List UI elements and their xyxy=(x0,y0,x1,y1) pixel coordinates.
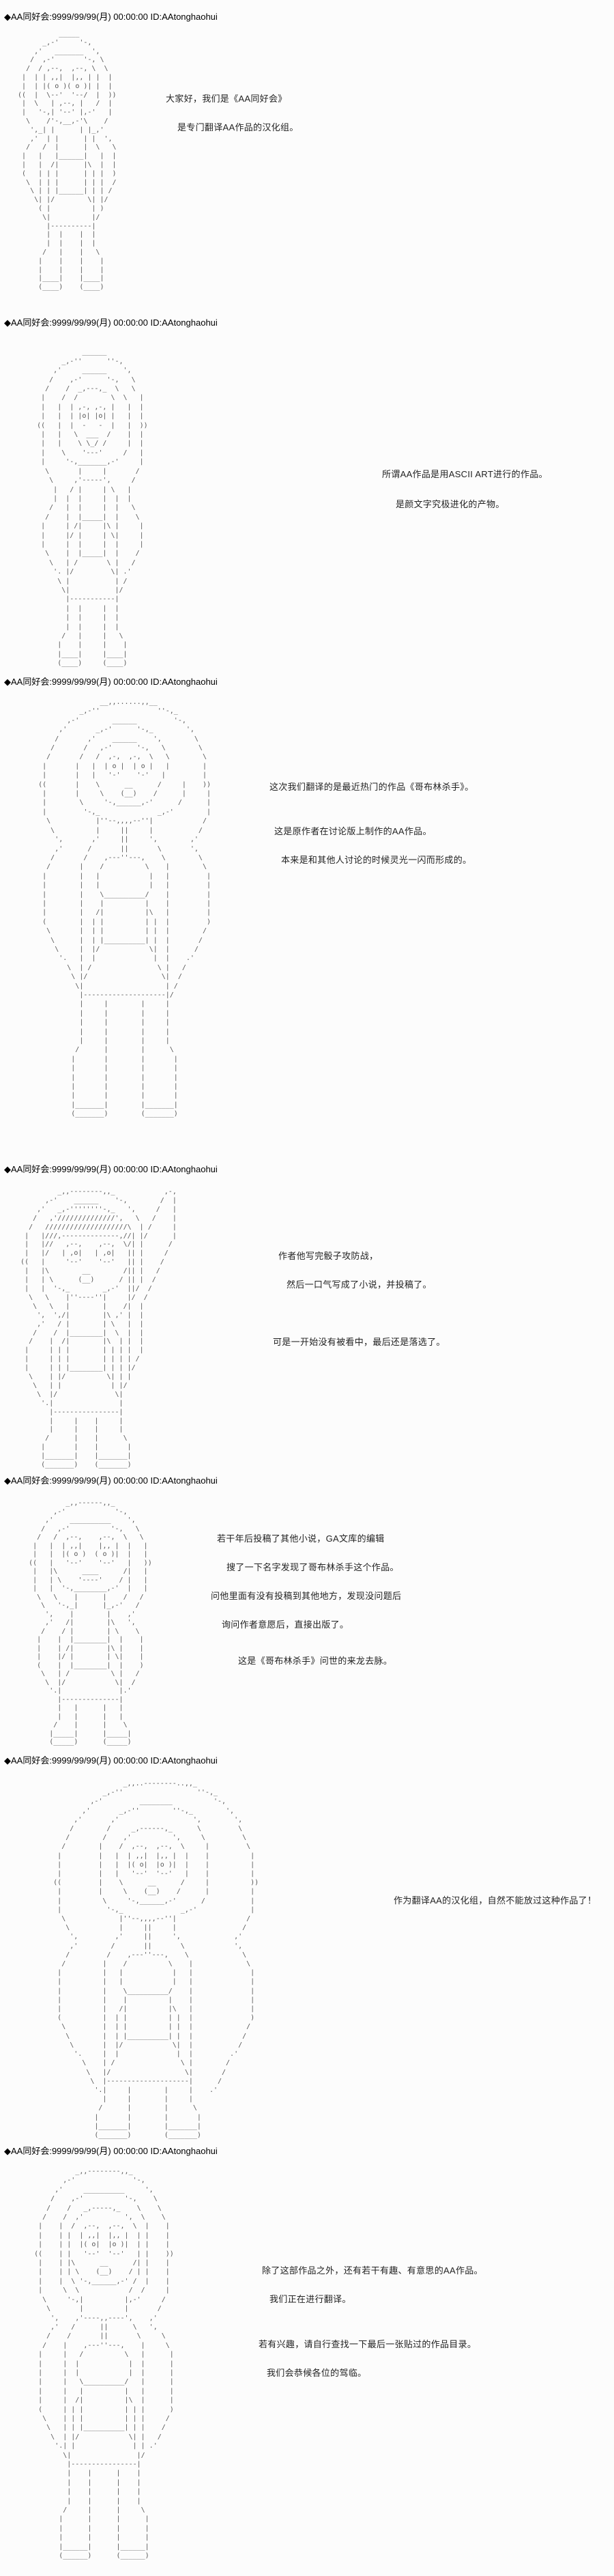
dialogue-line: 我们正在进行翻译。 xyxy=(269,2294,351,2304)
dialogue-line: 这是《哥布林杀手》问世的来龙去脉。 xyxy=(238,1656,393,1666)
ascii-art: _,,--------,,_ ,-' '-, ,' __________ ', … xyxy=(34,2168,174,2560)
dialogue-line: 是颜文字究极进化的产物。 xyxy=(396,499,505,509)
ascii-art: _,,------,,_ ,-' '-, ,' __________ ', / … xyxy=(29,1499,152,1746)
dialogue-line: 若干年后投稿了其他小说，GA文库的编辑 xyxy=(217,1533,385,1544)
dialogue-line: 然后一口气写成了小说，并投稿了。 xyxy=(287,1279,432,1290)
dialogue-line: 作为翻译AA的汉化组，自然不能放过这种作品了！ xyxy=(394,1895,597,1906)
dialogue-line: 这次我们翻译的是最近热门的作品《哥布林杀手》。 xyxy=(269,782,474,792)
post-header: ◆AA同好会:9999/99/99(月) 00:00:00 ID:AAtongh… xyxy=(4,1755,218,1766)
dialogue-line: 作者他写完骰子攻防战， xyxy=(278,1251,379,1261)
post-header: ◆AA同好会:9999/99/99(月) 00:00:00 ID:AAtongh… xyxy=(4,1164,218,1174)
ascii-art: _,,..--------..,,_ _,-'' ''-,_ ,-' _____… xyxy=(53,1780,259,2139)
ascii-art: _,,--------,,_ ,-, ,-' ______ '-, / | ,'… xyxy=(20,1188,177,1469)
dialogue-line: 询问作者意愿后，直接出版了。 xyxy=(222,1619,349,1630)
dialogue-line: 若有兴趣，请自行查找一下最后一张贴过的作品目录。 xyxy=(259,2339,477,2349)
ascii-art: __,,......,,__ _,-'' ''-,_ ,-' ______ '-… xyxy=(38,698,211,1118)
dialogue-line: 除了这部作品之外，还有若干有趣、有意思的AA作品。 xyxy=(262,2265,483,2276)
dialogue-line: 问他里面有没有投稿到其他地方，发现没问题后 xyxy=(211,1591,402,1601)
dialogue-line: 本来是和其他人讨论的时候灵光一闪而形成的。 xyxy=(281,855,472,865)
post-header: ◆AA同好会:9999/99/99(月) 00:00:00 ID:AAtongh… xyxy=(4,317,218,328)
post-header: ◆AA同好会:9999/99/99(月) 00:00:00 ID:AAtongh… xyxy=(4,677,218,687)
dialogue-line: 所谓AA作品是用ASCII ART进行的作品。 xyxy=(382,469,548,479)
ascii-art: _____ _,-' '-, ,' _______ ', / ,-' '-, \… xyxy=(18,30,117,292)
dialogue-line: 可是一开始没有被看中，最后还是落选了。 xyxy=(273,1337,445,1347)
ascii-art: ______ _,-'' ''-, ,' ______ ', / ,-' '-,… xyxy=(37,348,148,668)
post-header: ◆AA同好会:9999/99/99(月) 00:00:00 ID:AAtongh… xyxy=(4,2146,218,2156)
dialogue-line: 搜了一下名字发现了哥布林杀手这个作品。 xyxy=(226,1562,399,1572)
post-header: ◆AA同好会:9999/99/99(月) 00:00:00 ID:AAtongh… xyxy=(4,12,218,22)
dialogue-line: 大家好，我们是《AA同好会》 xyxy=(166,94,287,104)
dialogue-line: 我们会恭候各位的驾临。 xyxy=(267,2368,367,2378)
dialogue-line: 是专门翻译AA作品的汉化组。 xyxy=(177,122,299,132)
post-header: ◆AA同好会:9999/99/99(月) 00:00:00 ID:AAtongh… xyxy=(4,1475,218,1486)
dialogue-line: 这是原作者在讨论版上制作的AA作品。 xyxy=(274,826,432,836)
